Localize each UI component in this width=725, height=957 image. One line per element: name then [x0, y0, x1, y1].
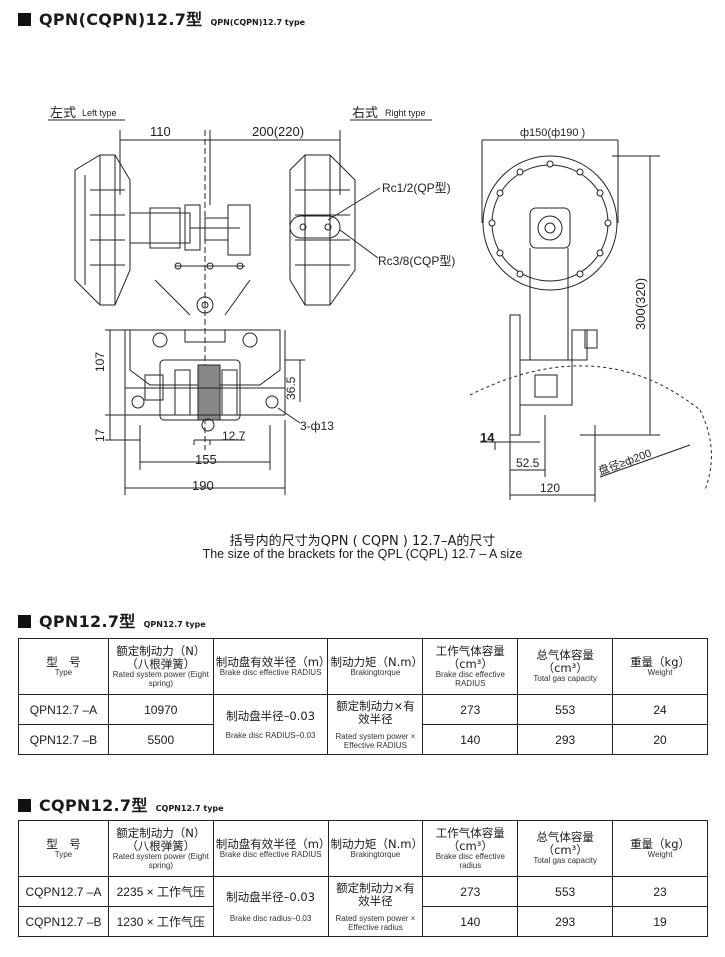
header-cell: 重量（kg）Weight [612, 820, 708, 877]
right-type-label-cn: 右式 [352, 105, 378, 120]
header-cell: 制动盘有效半径（m）Brake disc effective RADIUS [212, 820, 330, 877]
flange-outer [482, 155, 618, 291]
header-cell: 制动力矩（N.m）Brakingtorque [327, 820, 424, 877]
force-cell: 5500 [107, 724, 214, 755]
dim-12-7: 12.7 [222, 429, 246, 443]
work-gas-cell: 140 [422, 724, 519, 755]
right-pad-housing [289, 154, 356, 306]
work-gas-cell: 140 [422, 906, 519, 937]
dim-disc-diameter: 盘径≥ф200 [596, 446, 653, 478]
header-cell: 制动盘有效半径（m）Brake disc effective RADIUS [212, 638, 330, 695]
type-cell: CQPN12.7 –B [18, 906, 109, 937]
dim-36-5: 36.5 [284, 376, 298, 400]
work-gas-cell: 273 [422, 876, 519, 907]
header-cell: 额定制动力（N）（八根弹簧）Rated system power (Eight … [107, 638, 214, 695]
caption-cn: 括号内的尺寸为QPN ( CQPN ) 12.7–A的尺寸 [229, 534, 496, 549]
weight-cell: 20 [612, 724, 708, 755]
dim-110: 110 [150, 124, 171, 139]
page-subtitle: QPN(CQPN)12.7 type [210, 18, 306, 27]
header-cell: 制动力矩（N.m）Brakingtorque [327, 638, 424, 695]
dim-rc38: Rc3/8(CQP型) [378, 254, 455, 268]
left-pad-housing [74, 154, 131, 306]
square-bullet-icon [18, 799, 31, 812]
total-gas-cell: 293 [517, 724, 614, 755]
technical-drawing: 左式 Left type 右式 Right type 110 200(220) … [48, 105, 712, 502]
force-cell: 10970 [107, 694, 214, 725]
dim-107: 107 [93, 352, 107, 372]
table-row: QPN12.7 –B 5500 140 293 20 [18, 724, 708, 755]
type-cell: CQPN12.7 –A [18, 876, 109, 907]
cqpn-section-subtitle: CQPN12.7 type [155, 804, 224, 813]
dim-155: 155 [195, 452, 217, 467]
cqpn-section-header: CQPN12.7型 CQPN12.7 type [18, 792, 224, 816]
right-type-label-en: Right type [385, 108, 426, 118]
qpn-section-header: QPN12.7型 QPN12.7 type [18, 608, 206, 632]
dim-rc12: Rc1/2(QP型) [382, 181, 451, 195]
dim-14: 14 [480, 430, 495, 445]
dim-holes: 3-ф13 [300, 419, 334, 433]
caption-en: The size of the brackets for the QPL (CQ… [202, 547, 523, 561]
weight-cell: 19 [612, 906, 708, 937]
header-cell: 工作气体容量（cm³）Brake disc effective radius [422, 820, 519, 877]
force-cell: 1230 × 工作气压 [107, 906, 214, 937]
header-cell: 工作气体容量（cm³）Brake disc effective RADIUS [422, 638, 519, 695]
page-title: QPN(CQPN)12.7型 [39, 10, 203, 29]
dim-190: 190 [192, 478, 214, 493]
dim-300: 300(320) [633, 278, 648, 330]
dim-phi150: ф150(ф190 ) [520, 127, 585, 139]
dim-200: 200(220) [252, 124, 304, 139]
force-cell: 2235 × 工作气压 [107, 876, 214, 907]
square-bullet-icon [18, 615, 31, 628]
work-gas-cell: 273 [422, 694, 519, 725]
cqpn-section-title: CQPN12.7型 [39, 796, 148, 815]
page-header: QPN(CQPN)12.7型 QPN(CQPN)12.7 type [18, 6, 305, 30]
header-cell: 重量（kg）Weight [612, 638, 708, 695]
total-gas-cell: 553 [517, 876, 614, 907]
left-type-label-cn: 左式 [50, 105, 76, 120]
header-cell: 总气体容量（cm³）Total gas capacity [517, 820, 614, 877]
total-gas-cell: 293 [517, 906, 614, 937]
qpn-section-subtitle: QPN12.7 type [143, 620, 206, 629]
dim-52-5: 52.5 [516, 456, 540, 470]
header-cell: 总气体容量（cm³）Total gas capacity [517, 638, 614, 695]
dim-17: 17 [93, 428, 107, 442]
lever-plate [129, 329, 281, 386]
square-bullet-icon [18, 13, 31, 26]
type-cell: QPN12.7 –B [18, 724, 109, 755]
type-cell: QPN12.7 –A [18, 694, 109, 725]
weight-cell: 24 [612, 694, 708, 725]
dim-120: 120 [540, 481, 560, 495]
qpn-section-title: QPN12.7型 [39, 612, 136, 631]
weight-cell: 23 [612, 876, 708, 907]
left-type-label-en: Left type [82, 108, 117, 118]
header-cell: 额定制动力（N）（八根弹簧）Rated system power (Eight … [107, 820, 214, 877]
total-gas-cell: 553 [517, 694, 614, 725]
table-row: CQPN12.7 –B 1230 × 工作气压 140 293 19 [18, 906, 708, 937]
